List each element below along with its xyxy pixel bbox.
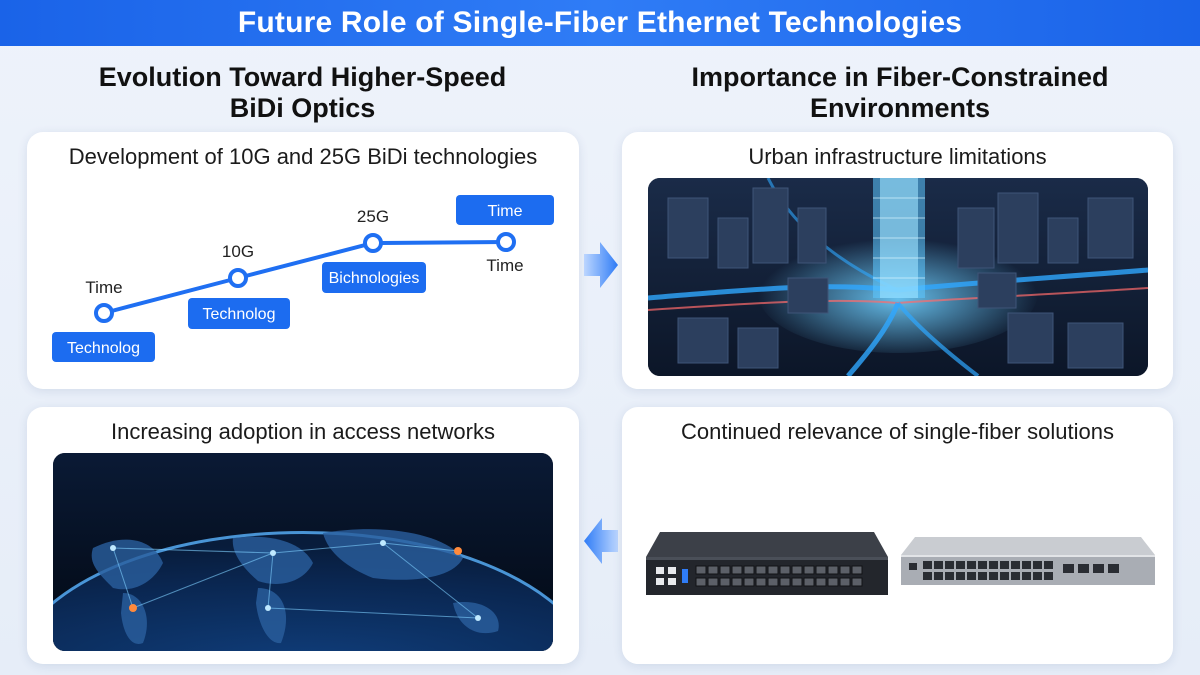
urban-card-title: Urban infrastructure limitations bbox=[748, 144, 1047, 169]
timeline-node-3-box-label: Bichnologies bbox=[329, 270, 420, 287]
timeline-node-4-label: Time bbox=[486, 256, 523, 275]
right-heading-line1: Importance in Fiber-Constrained bbox=[691, 62, 1109, 92]
timeline-node-2: 10G Technolog bbox=[188, 242, 290, 329]
arrow-right-icon bbox=[584, 242, 618, 288]
globe-network-image bbox=[53, 453, 553, 651]
left-heading-line1: Evolution Toward Higher-Speed bbox=[98, 62, 507, 92]
timeline-node-4-box-label: Time bbox=[488, 203, 523, 220]
left-section-heading: Evolution Toward Higher-Speed BiDi Optic… bbox=[40, 62, 565, 124]
timeline-line bbox=[102, 240, 508, 315]
timeline-card-title: Development of 10G and 25G BiDi technolo… bbox=[68, 144, 538, 169]
timeline-node-2-box bbox=[188, 298, 290, 329]
access-card: Increasing adoption in access networks bbox=[27, 407, 579, 664]
timeline-node-2-label: 10G bbox=[222, 242, 254, 261]
timeline-node-1-box bbox=[52, 332, 155, 362]
timeline-node-1: Time Technolog bbox=[52, 278, 155, 362]
timeline-node-3-label: 25G bbox=[357, 207, 389, 226]
urban-card: Urban infrastructure limitations bbox=[622, 132, 1173, 389]
bidi-timeline: Time Technolog 10G Technolog 25G Bichnol… bbox=[52, 195, 554, 362]
arrow-left-icon bbox=[584, 518, 618, 564]
timeline-node-1-label: Time bbox=[85, 278, 122, 297]
relevance-card-title: Continued relevance of single-fiber solu… bbox=[681, 419, 1114, 444]
relevance-card: Continued relevance of single-fiber solu… bbox=[622, 407, 1173, 664]
access-card-title: Increasing adoption in access networks bbox=[111, 419, 495, 444]
page-title: Future Role of Single-Fiber Ethernet Tec… bbox=[0, 0, 1200, 46]
silver-network-switch-image bbox=[901, 537, 1155, 585]
timeline-node-4: Time Time bbox=[456, 195, 554, 275]
urban-city-image bbox=[648, 178, 1148, 376]
timeline-card: Development of 10G and 25G BiDi technolo… bbox=[27, 132, 579, 389]
timeline-node-4-box bbox=[456, 195, 554, 225]
right-heading-line2: Environments bbox=[809, 93, 991, 123]
timeline-node-1-box-label: Technolog bbox=[67, 340, 140, 357]
timeline-node-3: 25G Bichnologies bbox=[322, 207, 426, 293]
left-heading-line2: BiDi Optics bbox=[229, 93, 376, 123]
timeline-node-3-box bbox=[322, 262, 426, 293]
right-section-heading: Importance in Fiber-Constrained Environm… bbox=[635, 62, 1165, 124]
timeline-node-2-box-label: Technolog bbox=[203, 306, 276, 323]
dark-network-switch-image bbox=[646, 532, 888, 595]
